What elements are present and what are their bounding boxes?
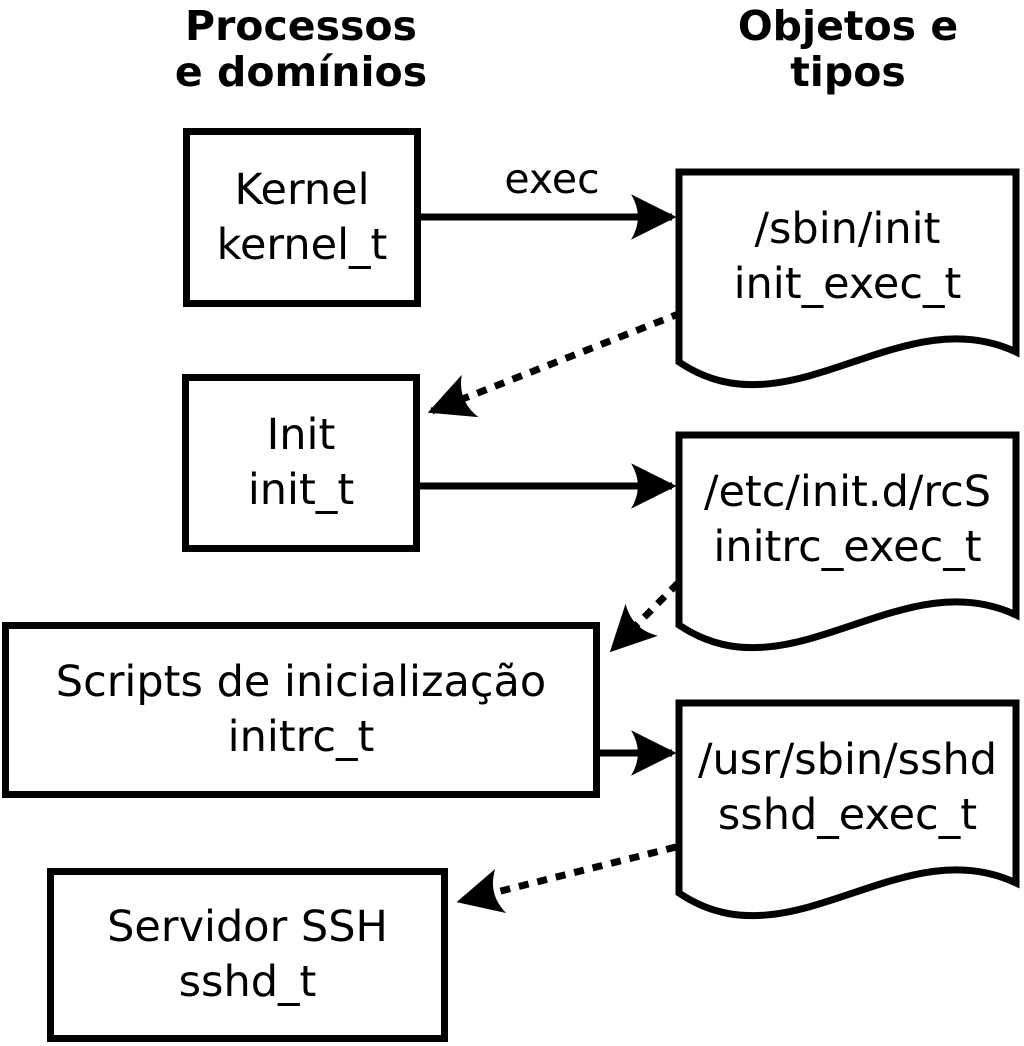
document-shape-usr-sbin-sshd <box>675 699 1020 920</box>
arrow-transition-to-sshd <box>456 843 677 914</box>
column-heading-processes-line2: e domínios <box>174 48 428 96</box>
process-box-initrc: Scripts de inicialização initrc_t <box>2 622 600 798</box>
process-type: sshd_t <box>178 957 317 1007</box>
column-heading-objects-line2: tipos <box>790 48 906 96</box>
column-heading-objects-line1: Objetos e <box>737 2 959 50</box>
process-type: initrc_t <box>227 712 375 762</box>
process-name: Init <box>266 410 336 460</box>
process-box-init: Init init_t <box>182 374 420 552</box>
column-heading-objects: Objetos e tipos <box>678 3 1018 95</box>
arrow-transition-to-initrc <box>609 580 681 653</box>
process-name: Servidor SSH <box>107 902 388 952</box>
exec-arrow-label: exec <box>504 155 600 203</box>
process-type: kernel_t <box>216 219 388 270</box>
process-box-sshd: Servidor SSH sshd_t <box>47 868 448 1042</box>
process-box-kernel: Kernel kernel_t <box>183 128 421 307</box>
process-type: init_t <box>247 465 355 515</box>
column-heading-processes: Processos e domínios <box>131 3 471 95</box>
document-shape-etc-initd-rcs <box>675 431 1020 652</box>
process-name: Scripts de inicialização <box>55 657 547 707</box>
column-heading-processes-line1: Processos <box>185 2 417 50</box>
process-name: Kernel <box>234 164 370 215</box>
document-shape-sbin-init <box>675 168 1020 389</box>
arrow-transition-to-init <box>427 309 683 418</box>
